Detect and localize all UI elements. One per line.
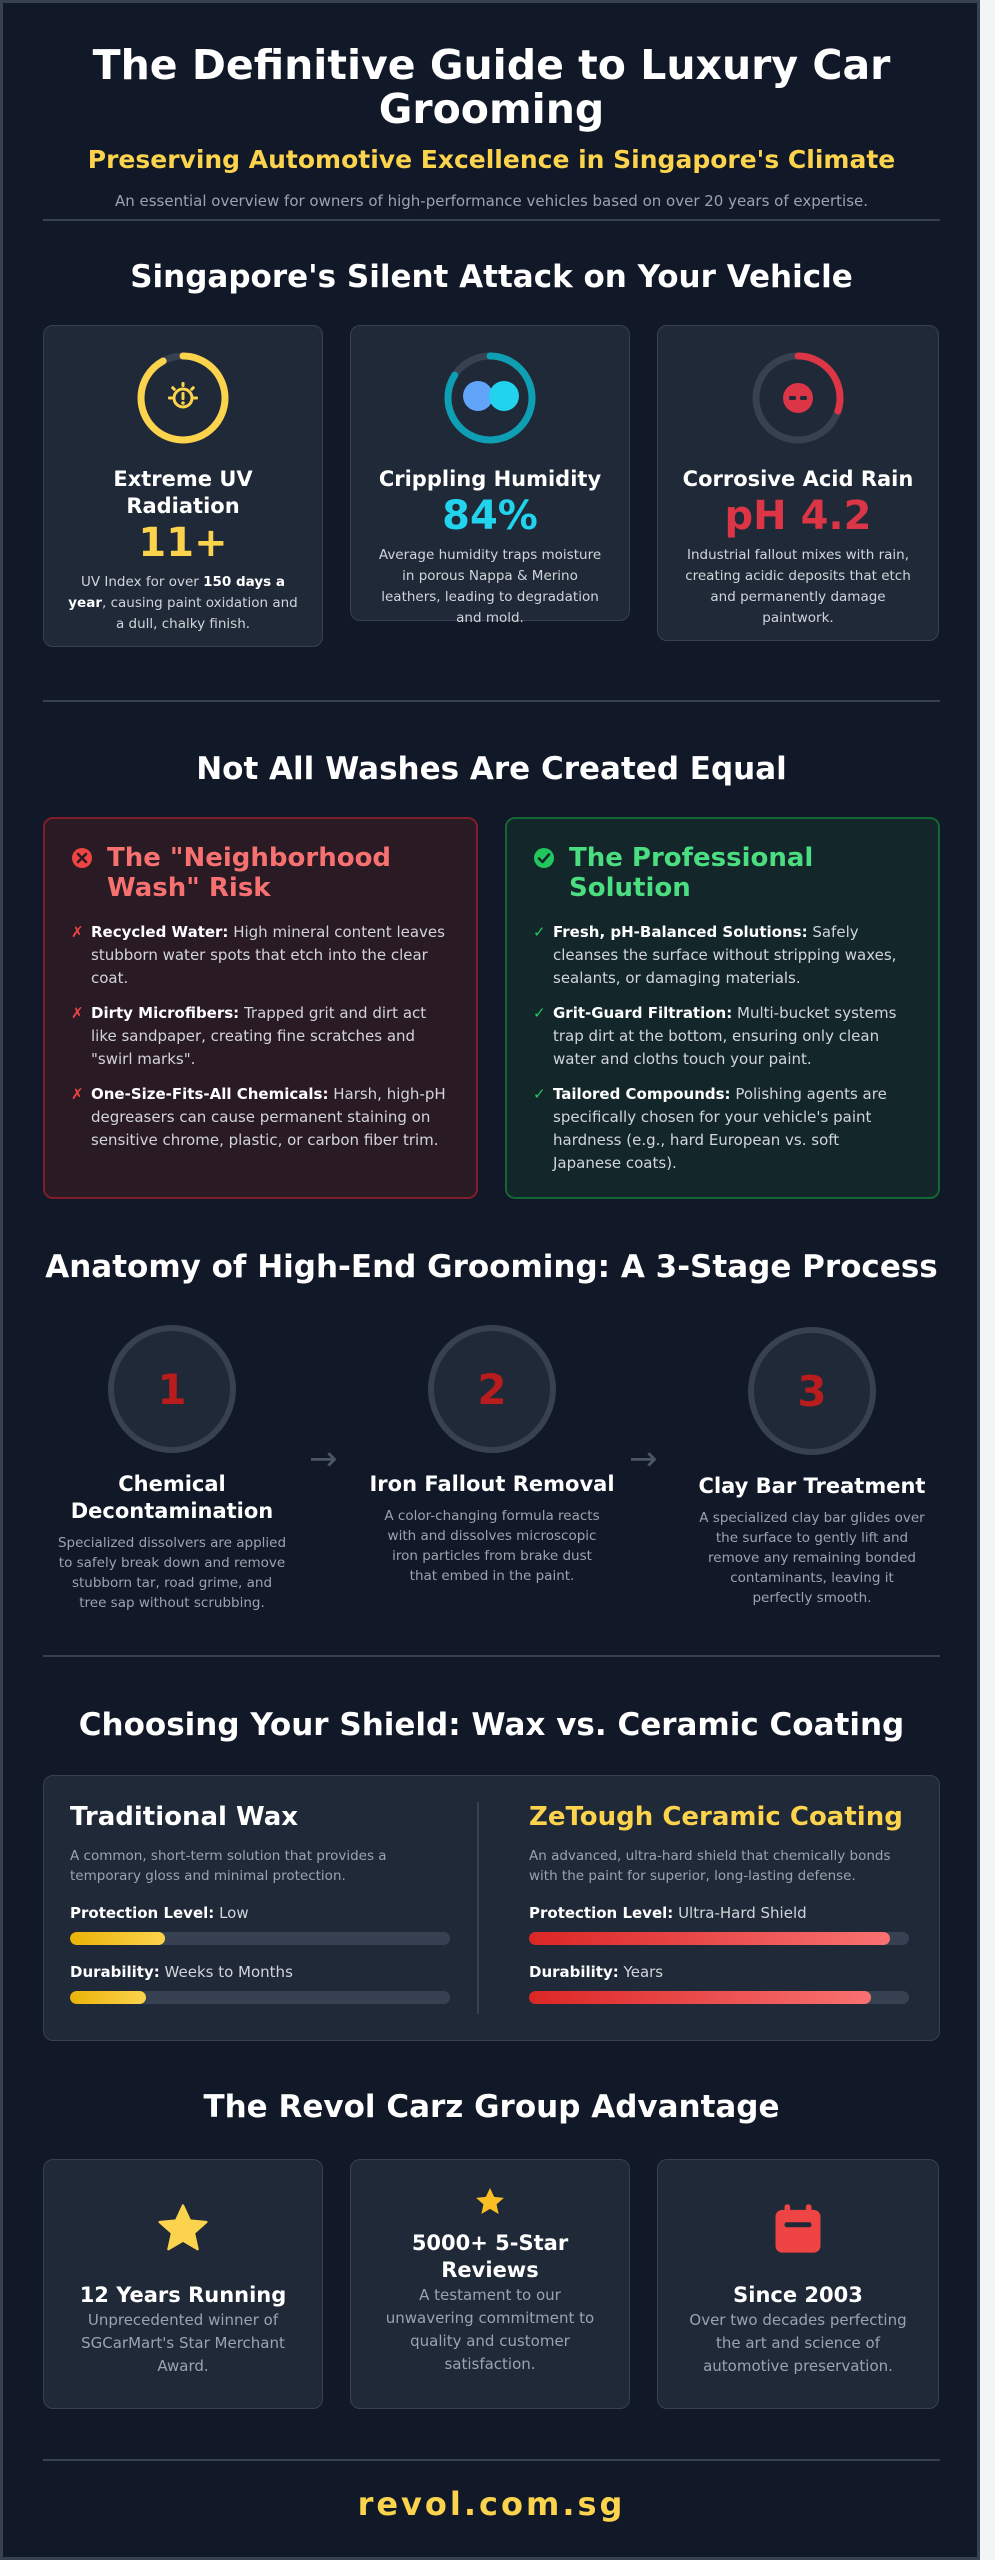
advantage-title: Since 2003 [733,2283,863,2307]
humidity-stat: 84% [442,493,538,539]
check-mark-icon: ✓ [533,1004,546,1022]
arrow-right-icon: → [309,1439,338,1479]
list-item: ✓Fresh, pH-Balanced Solutions: Safely cl… [533,923,897,987]
uv-stat: 11+ [138,520,228,566]
divider [43,1655,940,1657]
ceramic-protection-label: Protection Level: Ultra-Hard Shield [529,1904,807,1922]
divider [43,700,940,702]
check-mark-icon: ✓ [533,923,546,941]
process-step-1: 1 Chemical Decontamination Specialized d… [47,1325,297,1613]
climate-card-humidity: Crippling Humidity 84% Average humidity … [350,325,630,626]
x-mark-icon: ✗ [71,1085,84,1103]
professional-solution-title: The Professional Solution [569,843,814,903]
header: The Definitive Guide to Luxury Car Groom… [43,43,940,210]
climate-card-desc: Industrial fallout mixes with rain, crea… [685,547,911,626]
advantage-title: 5000+ 5-Star Reviews [411,2231,569,2282]
star-icon [476,2188,504,2214]
ceramic-title: ZeTough Ceramic Coating [529,1802,903,1832]
step-title: Chemical Decontamination [70,1472,274,1523]
advantage-desc: Unprecedented winner of SGCarMart's Star… [81,2311,285,2375]
advantage-card-years: 12 Years Running Unprecedented winner of… [43,2159,323,2409]
wax-protection-label: Protection Level: Low [70,1904,249,1922]
acid-stat: pH 4.2 [724,493,872,539]
acid-drop-icon [752,352,844,444]
process-step-3: 3 Clay Bar Treatment A specialized clay … [687,1327,937,1608]
climate-heading: Singapore's Silent Attack on Your Vehicl… [130,259,853,295]
wax-column: Traditional Wax A common, short-term sol… [70,1802,450,2004]
wax-title: Traditional Wax [70,1802,299,1832]
neighborhood-wash-card: The "Neighborhood Wash" Risk ✗Recycled W… [43,817,478,1199]
wax-durability-label: Durability: Weeks to Months [70,1963,293,1981]
step-title: Iron Fallout Removal [369,1472,615,1496]
advantage-heading: The Revol Carz Group Advantage [203,2089,780,2125]
step-desc: Specialized dissolvers are applied to sa… [57,1535,287,1611]
climate-card-desc: UV Index for over 150 days a year, causi… [68,574,298,632]
wax-durability-bar [70,1991,450,2004]
ceramic-protection-bar [529,1932,909,1945]
divider [43,2459,940,2461]
bar-fill [529,1932,890,1945]
shield-heading: Choosing Your Shield: Wax vs. Ceramic Co… [78,1707,905,1743]
wax-protection-bar [70,1932,450,1945]
x-circle-icon [72,848,92,868]
x-mark-icon: ✗ [71,923,84,941]
step-number: 3 [748,1327,876,1455]
shield-comparison-card: Traditional Wax A common, short-term sol… [43,1775,940,2041]
process-step-2: 2 Iron Fallout Removal A color-changing … [367,1325,617,1586]
star-icon [158,2204,208,2251]
uv-gauge-ring [137,352,229,444]
humidity-gauge-ring [444,352,536,444]
bar-fill [70,1932,165,1945]
wax-desc: A common, short-term solution that provi… [70,1848,387,1884]
advantage-desc: Over two decades perfecting the art and … [689,2311,907,2375]
page-title: The Definitive Guide to Luxury Car Groom… [92,41,891,133]
climate-card-title: Crippling Humidity [378,467,602,491]
climate-card-title: Extreme UV Radiation [113,467,253,518]
ceramic-desc: An advanced, ultra-hard shield that chem… [529,1848,891,1884]
divider [43,219,940,221]
list-item: ✗Dirty Microfibers: Trapped grit and dir… [71,1004,427,1068]
list-item: ✗Recycled Water: High mineral content le… [71,923,445,987]
step-title: Clay Bar Treatment [698,1474,926,1498]
list-item: ✗One-Size-Fits-All Chemicals: Harsh, hig… [71,1085,446,1149]
page-intro: An essential overview for owners of high… [114,192,869,210]
x-mark-icon: ✗ [71,1004,84,1022]
arrow-right-icon: → [629,1439,658,1479]
step-number: 2 [428,1325,556,1453]
check-circle-icon [534,848,554,868]
step-number: 1 [108,1325,236,1453]
climate-card-desc: Average humidity traps moisture in porou… [378,547,602,626]
process-heading: Anatomy of High-End Grooming: A 3-Stage … [45,1249,938,1285]
page-subtitle: Preserving Automotive Excellence in Sing… [87,145,896,174]
advantage-desc: A testament to our unwavering commitment… [385,2286,595,2373]
neighborhood-wash-title: The "Neighborhood Wash" Risk [107,843,392,903]
climate-card-acid-rain: Corrosive Acid Rain pH 4.2 Industrial fa… [657,325,939,641]
step-desc: A color-changing formula reacts with and… [384,1508,600,1584]
bar-fill [529,1991,871,2004]
list-item: ✓Grit-Guard Filtration: Multi-bucket sys… [533,1004,897,1068]
ceramic-durability-label: Durability: Years [529,1963,664,1981]
advantage-card-reviews: 5000+ 5-Star Reviews A testament to our … [350,2159,630,2409]
acid-gauge-ring [752,352,844,444]
calendar-icon [775,2204,821,2253]
advantage-title: 12 Years Running [79,2283,287,2307]
advantage-card-since: Since 2003 Over two decades perfecting t… [657,2159,939,2409]
climate-card-title: Corrosive Acid Rain [682,467,914,491]
washes-heading: Not All Washes Are Created Equal [196,751,787,787]
water-drops-icon [444,352,536,444]
climate-card-uv: Extreme UV Radiation 11+ UV Index for ov… [43,325,323,647]
bar-fill [70,1991,146,2004]
ceramic-column: ZeTough Ceramic Coating An advanced, ult… [529,1802,909,2004]
step-desc: A specialized clay bar glides over the s… [699,1510,925,1606]
professional-solution-card: The Professional Solution ✓Fresh, pH-Bal… [505,817,940,1199]
list-item: ✓Tailored Compounds: Polishing agents ar… [533,1085,887,1172]
ceramic-durability-bar [529,1991,909,2004]
check-mark-icon: ✓ [533,1085,546,1103]
footer-url[interactable]: revol.com.sg [357,2485,626,2523]
sun-alert-icon [137,352,229,444]
column-divider [477,1802,479,2014]
